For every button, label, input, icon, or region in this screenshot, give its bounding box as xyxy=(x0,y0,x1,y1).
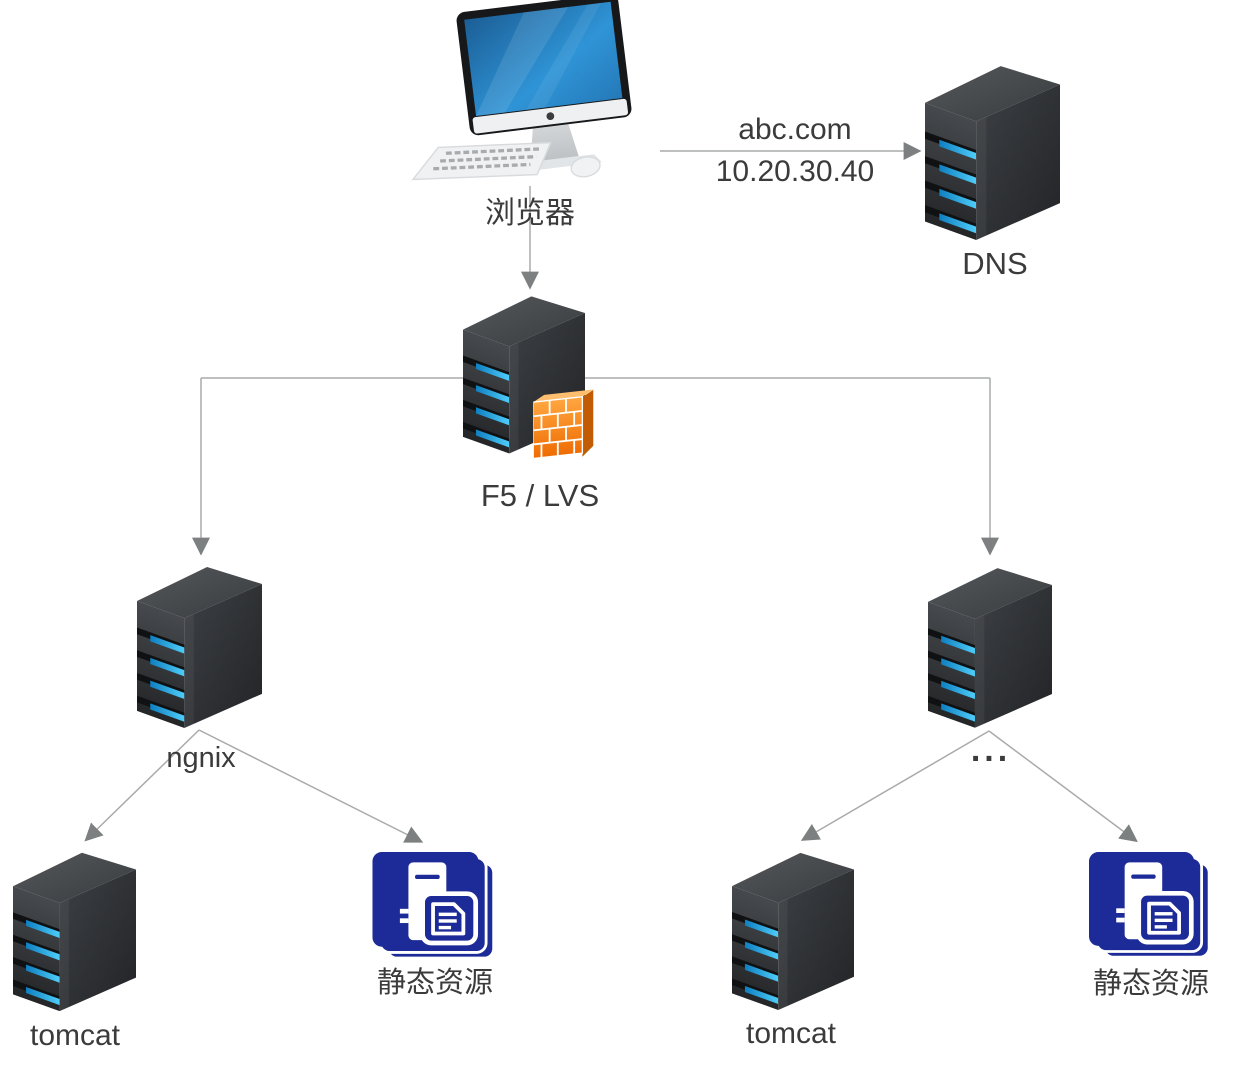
f5-lvs-label: F5 / LVS xyxy=(480,478,600,513)
firewall-icon xyxy=(531,384,601,464)
browser-node xyxy=(405,0,677,194)
browser-label: 浏览器 xyxy=(485,197,575,230)
server-icon xyxy=(928,565,1052,729)
static-resources-right-node xyxy=(1085,852,1215,959)
tomcat-left-server-node xyxy=(13,850,136,1012)
static-resources-left-label: 静态资源 xyxy=(376,967,493,999)
static-resources-icon xyxy=(370,852,498,960)
arrow-nginx-to-static xyxy=(198,729,424,843)
nginx-label: ngnix xyxy=(166,742,236,774)
tomcat-right-label: tomcat xyxy=(745,1017,837,1050)
more-servers-node xyxy=(928,565,1052,729)
arrow-nginx-to-tomcat xyxy=(84,729,200,842)
nginx-server-node xyxy=(137,564,262,729)
imac-computer-icon xyxy=(405,0,677,194)
dns-label: DNS xyxy=(962,246,1028,281)
dns-server-node xyxy=(925,64,1060,240)
dns-edge-domain-label: abc.com xyxy=(738,113,852,146)
firewall-badge xyxy=(531,384,601,464)
tomcat-left-label: tomcat xyxy=(29,1019,121,1052)
arrow-more-to-tomcat xyxy=(800,730,990,841)
arrow-more-to-static xyxy=(988,730,1138,843)
static-resources-right-label: 静态资源 xyxy=(1092,968,1209,1000)
static-resources-left-node xyxy=(370,852,498,960)
server-icon xyxy=(13,850,136,1012)
server-icon xyxy=(732,850,854,1011)
more-servers-label: ... xyxy=(970,731,1012,769)
static-resources-icon xyxy=(1085,852,1215,959)
server-icon xyxy=(925,64,1060,240)
tomcat-right-server-node xyxy=(732,850,854,1011)
server-icon xyxy=(137,564,262,729)
dns-edge-ip-label: 10.20.30.40 xyxy=(715,155,875,188)
